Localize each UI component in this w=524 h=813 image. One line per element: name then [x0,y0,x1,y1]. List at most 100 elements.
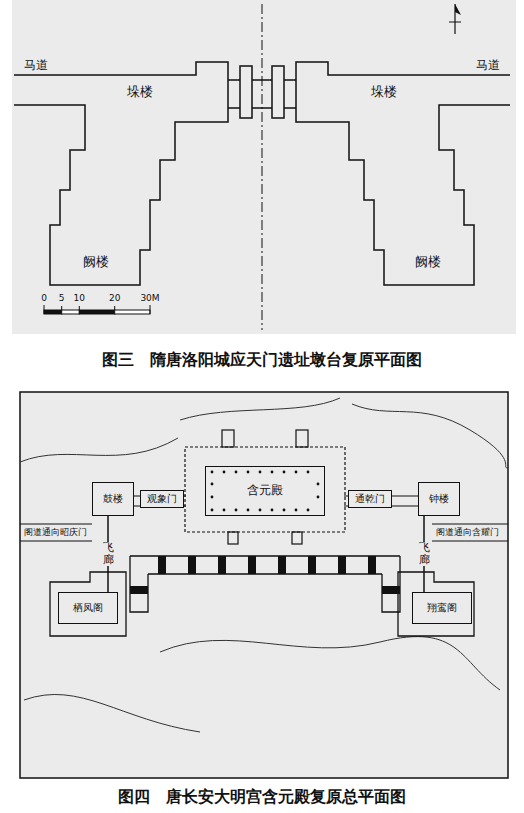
column-dot [211,496,214,499]
node-text: 鼓楼 [101,493,125,505]
scale-segment [115,310,150,314]
column-dot [223,471,226,474]
ramp [228,532,238,544]
ramp [296,430,308,447]
north-arrow-head [455,4,461,15]
pavilion-box: 栖凤阁 [58,592,118,624]
road-block [308,556,316,574]
drum-tower: 鼓楼 [92,482,134,516]
column-dot [235,509,238,512]
column-dot [259,509,262,512]
gallery-lines [20,524,508,541]
road-block [158,556,166,574]
scale-number: 5 [59,293,65,303]
node-text: 翔鸾阁 [425,602,459,614]
main-hall: 含元殿 [205,466,325,516]
gallery-label: 阁道通向含耀门 [436,527,499,537]
corridor-label: 飞廊 [103,542,114,566]
contour-line [20,438,178,462]
column-dot [259,471,262,474]
passage-line [228,80,262,108]
node-text: 含元殿 [245,484,285,498]
column-dot [247,471,250,474]
ramps [222,430,308,544]
road-block [338,556,346,574]
contour-line [160,637,500,690]
contour-line [24,694,200,732]
column-dot [295,509,298,512]
node-text: 钟楼 [427,493,451,505]
gate-block [240,66,252,118]
ramp [222,430,234,447]
road-block [130,586,148,594]
figure-caption: 图四 唐长安大明宫含元殿复原总平面图 [0,788,524,806]
figure-caption: 图三 隋唐洛阳城应天门遗址墩台复原平面图 [0,351,524,369]
que-label: 阙楼 [83,255,109,270]
platform-outline [185,447,345,532]
que-label: 阙楼 [415,255,441,270]
column-dot [247,509,250,512]
dragon-tail-road [130,556,400,612]
tower-label: 垛楼 [371,85,397,100]
scale-number: 30M [140,293,159,303]
column-dot [307,509,310,512]
plate-frame [20,392,508,778]
column-dots [211,471,320,512]
column-dot [223,509,226,512]
road-blocks [130,556,400,594]
scale-segment [44,310,62,314]
node-text: 观象门 [145,493,179,505]
scale-segment [79,310,114,314]
road-block [382,586,400,594]
column-dot [211,483,214,486]
tower-base [398,572,474,636]
gallery-label: 阁道通向昭庆门 [24,527,87,537]
scale-bar [44,305,150,314]
column-dot [307,471,310,474]
column-dot [271,471,274,474]
corridor-label: 飞廊 [419,542,430,566]
column-dot [211,509,214,512]
plate-ground [12,0,516,334]
road-block [188,556,196,574]
column-dot [317,483,320,486]
bell-tower: 钟楼 [418,482,460,516]
road-block [248,556,256,574]
gate-box: 观象门 [140,490,184,508]
terrain-lines [20,398,508,732]
ramp-label: 马道 [476,59,500,73]
ramp-label: 马道 [24,59,48,73]
ramp [292,532,302,544]
scale-number: 10 [74,293,85,303]
scale-number: 0 [41,293,47,303]
column-dot [211,471,214,474]
gate-box: 通乾门 [348,490,392,508]
road-block [278,556,286,574]
column-dot [317,496,320,499]
scale-number: 20 [109,293,120,303]
scale-tick [44,305,150,314]
node-text: 栖凤阁 [71,602,105,614]
pavilion-box: 翔鸾阁 [412,592,472,624]
column-dot [295,471,298,474]
node-text: 通乾门 [353,493,387,505]
road-block [368,556,376,574]
road-block [218,556,226,574]
tower-base [50,572,126,636]
column-dot [283,471,286,474]
tower-outline [14,62,228,285]
tower-label: 垛楼 [127,85,153,100]
north-arrow [449,4,461,34]
axis-line [262,4,263,330]
column-dot [235,471,238,474]
contour-line [180,398,340,420]
column-dot [283,509,286,512]
pier-half [14,62,262,285]
scale-segment [62,310,80,314]
contour-line [352,404,508,468]
pier-half-mirror [262,62,510,285]
column-dot [271,509,274,512]
